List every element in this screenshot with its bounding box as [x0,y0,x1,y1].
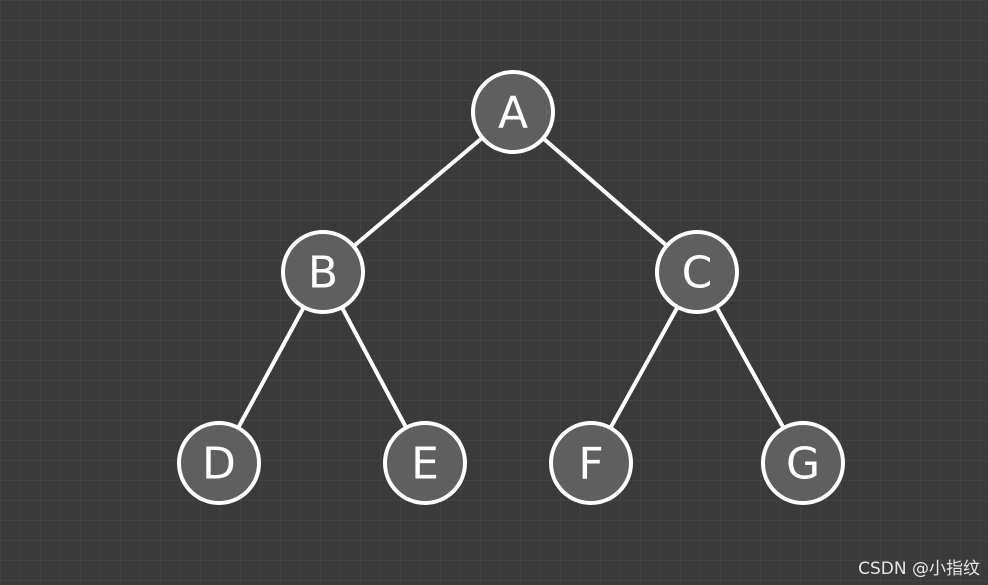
edge-b-e [339,305,409,430]
watermark: CSDN @小指纹 [858,559,980,579]
node-d: D [177,421,261,505]
node-label: F [578,439,603,490]
node-label: A [498,88,528,139]
node-circle [383,421,467,505]
node-circle [281,230,365,314]
node-a: A [471,70,555,154]
node-circle [549,421,633,505]
nodes-layer: A B C D E F G [177,70,845,505]
node-f: F [549,421,633,505]
node-c: C [655,230,739,314]
edges-layer [236,135,786,431]
node-g: G [761,421,845,505]
node-label: G [786,439,820,490]
edge-a-b [351,135,485,249]
edge-c-f [608,304,680,431]
node-label: C [682,248,713,299]
node-e: E [383,421,467,505]
edge-b-d [236,305,306,430]
node-circle [471,70,555,154]
edge-a-c [541,136,669,248]
node-circle [177,421,261,505]
node-label: D [202,439,236,490]
node-label: B [308,248,338,299]
node-circle [655,230,739,314]
edge-c-g [714,304,786,431]
node-label: E [411,439,439,490]
node-b: B [281,230,365,314]
node-circle [761,421,845,505]
